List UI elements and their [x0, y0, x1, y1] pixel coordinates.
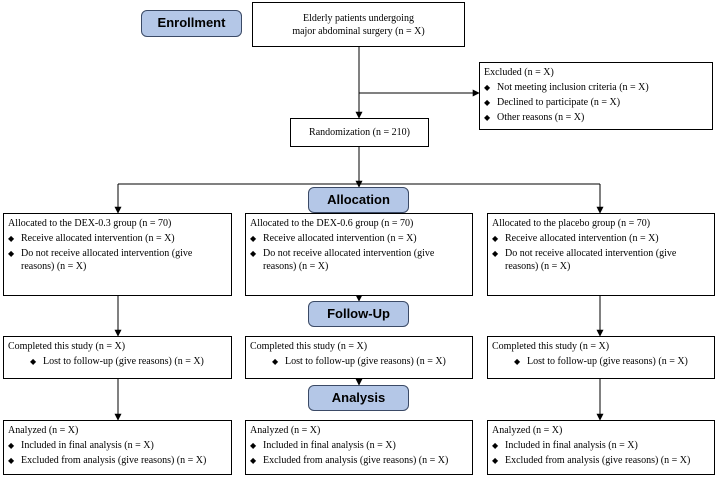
enrollment-box: Elderly patients undergoing major abdomi…: [252, 2, 465, 47]
randomization-text: Randomization (n = 210): [309, 127, 410, 138]
bullet-item: ◆Included in final analysis (n = X): [492, 440, 638, 451]
diamond-bullet-icon: ◆: [8, 249, 15, 258]
bullet-item: ◆Lost to follow-up (give reasons) (n = X…: [30, 356, 204, 367]
bullet-item: ◆Excluded from analysis (give reasons) (…: [250, 455, 449, 466]
diamond-bullet-icon: ◆: [8, 456, 15, 465]
diamond-bullet-icon: ◆: [484, 113, 491, 122]
allocation-box-dex03: Allocated to the DEX-0.3 group (n = 70) …: [3, 213, 232, 296]
excluded-box: Excluded (n = X) ◆Not meeting inclusion …: [479, 62, 713, 130]
diamond-bullet-icon: ◆: [492, 234, 499, 243]
followup-box-dex06: Completed this study (n = X) ◆Lost to fo…: [245, 336, 473, 379]
diamond-bullet-icon: ◆: [250, 249, 257, 258]
bullet-item: ◆Included in final analysis (n = X): [250, 440, 396, 451]
diamond-bullet-icon: ◆: [250, 441, 257, 450]
followup-box-placebo: Completed this study (n = X) ◆Lost to fo…: [487, 336, 715, 379]
analysis-box-placebo: Analyzed (n = X) ◆Included in final anal…: [487, 420, 715, 475]
analysis-box-dex06: Analyzed (n = X) ◆Included in final anal…: [245, 420, 473, 475]
diamond-bullet-icon: ◆: [30, 357, 37, 366]
completed-text: Completed this study (n = X): [250, 341, 368, 352]
enrollment-line-1: Elderly patients undergoing: [303, 12, 414, 24]
allocated-text: Allocated to the DEX-0.3 group (n = 70): [8, 218, 172, 229]
diamond-bullet-icon: ◆: [484, 98, 491, 107]
allocated-text: Allocated to the placebo group (n = 70): [492, 218, 651, 229]
enrollment-line-2: major abdominal surgery (n = X): [292, 25, 425, 37]
bullet-item: ◆Do not receive allocated intervention (…: [250, 248, 435, 272]
diamond-bullet-icon: ◆: [250, 456, 257, 465]
excluded-item: ◆Not meeting inclusion criteria (n = X): [484, 82, 649, 93]
bullet-item: ◆Do not receive allocated intervention (…: [8, 248, 193, 272]
followup-label: Follow-Up: [308, 301, 409, 327]
followup-box-dex03: Completed this study (n = X) ◆Lost to fo…: [3, 336, 232, 379]
analyzed-text: Analyzed (n = X): [8, 425, 79, 436]
bullet-item: ◆Do not receive allocated intervention (…: [492, 248, 677, 272]
enrollment-label: Enrollment: [141, 10, 242, 37]
analysis-box-dex03: Analyzed (n = X) ◆Included in final anal…: [3, 420, 232, 475]
excluded-item: ◆Other reasons (n = X): [484, 112, 585, 123]
diamond-bullet-icon: ◆: [492, 456, 499, 465]
bullet-item: ◆Included in final analysis (n = X): [8, 440, 154, 451]
bullet-item: ◆Excluded from analysis (give reasons) (…: [8, 455, 207, 466]
analyzed-text: Analyzed (n = X): [250, 425, 321, 436]
completed-text: Completed this study (n = X): [8, 341, 126, 352]
randomization-box: Randomization (n = 210): [290, 118, 429, 147]
diamond-bullet-icon: ◆: [492, 441, 499, 450]
allocation-label: Allocation: [308, 187, 409, 213]
diamond-bullet-icon: ◆: [492, 249, 499, 258]
diamond-bullet-icon: ◆: [8, 441, 15, 450]
bullet-item: ◆Lost to follow-up (give reasons) (n = X…: [272, 356, 446, 367]
bullet-item: ◆Receive allocated intervention (n = X): [8, 233, 175, 244]
allocated-text: Allocated to the DEX-0.6 group (n = 70): [250, 218, 414, 229]
bullet-item: ◆Receive allocated intervention (n = X): [492, 233, 659, 244]
diamond-bullet-icon: ◆: [484, 83, 491, 92]
bullet-item: ◆Lost to follow-up (give reasons) (n = X…: [514, 356, 688, 367]
diamond-bullet-icon: ◆: [250, 234, 257, 243]
diamond-bullet-icon: ◆: [514, 357, 521, 366]
analyzed-text: Analyzed (n = X): [492, 425, 563, 436]
diamond-bullet-icon: ◆: [8, 234, 15, 243]
bullet-item: ◆Receive allocated intervention (n = X): [250, 233, 417, 244]
excluded-title: Excluded (n = X): [484, 67, 554, 78]
allocation-box-dex06: Allocated to the DEX-0.6 group (n = 70) …: [245, 213, 473, 296]
allocation-box-placebo: Allocated to the placebo group (n = 70) …: [487, 213, 715, 296]
bullet-item: ◆Excluded from analysis (give reasons) (…: [492, 455, 691, 466]
diamond-bullet-icon: ◆: [272, 357, 279, 366]
analysis-label: Analysis: [308, 385, 409, 411]
completed-text: Completed this study (n = X): [492, 341, 610, 352]
excluded-item: ◆Declined to participate (n = X): [484, 97, 621, 108]
